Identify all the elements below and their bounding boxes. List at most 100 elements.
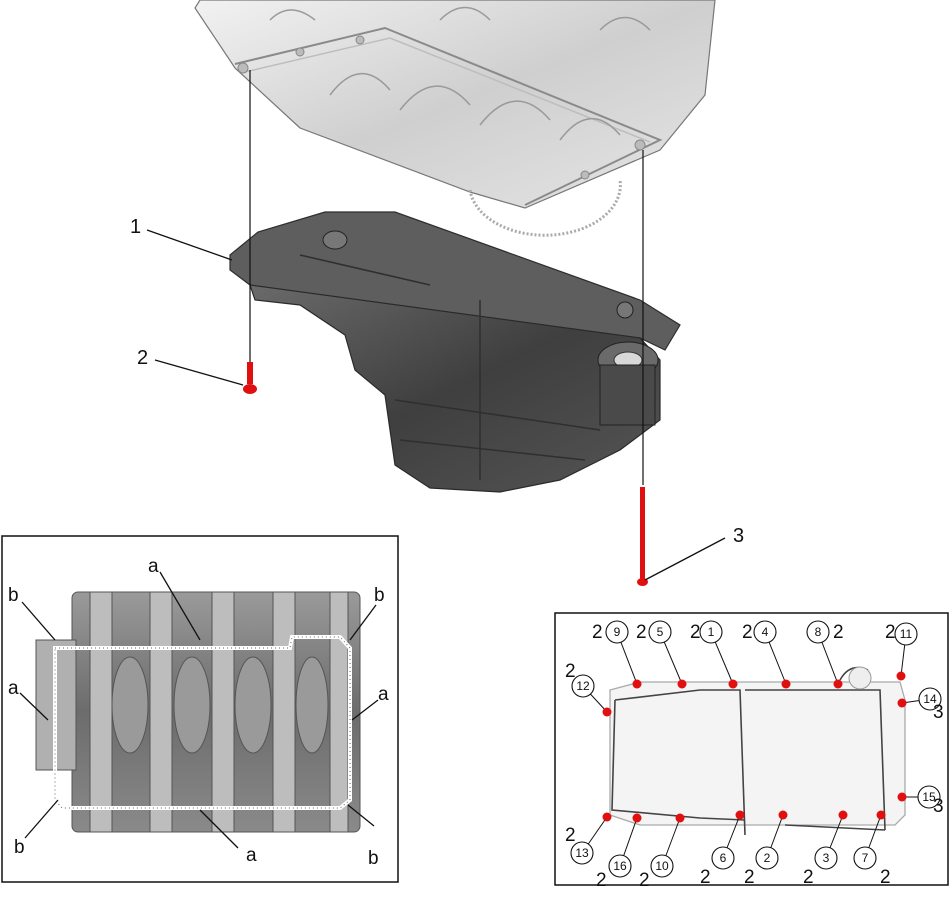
sequence-number: 1 — [708, 625, 715, 639]
sequence-number: 10 — [655, 859, 669, 873]
bolt-type-label: 2 — [565, 825, 576, 846]
sequence-number-circle — [918, 687, 942, 711]
sequence-number-circle — [650, 854, 674, 878]
sequence-callout-13: 132 — [565, 812, 612, 865]
bolt-type-label: 3 — [933, 796, 944, 817]
bolt-type-label: 2 — [690, 622, 701, 643]
sequence-callout-7: 72 — [853, 810, 891, 888]
bolt-position-dot — [876, 810, 886, 820]
sequence-number: 9 — [614, 625, 621, 639]
label-a-top: a — [148, 556, 159, 577]
sequence-callout-10: 10 2 — [639, 813, 685, 891]
bolt-position-dot — [833, 679, 843, 689]
sequence-number: 16 — [613, 859, 627, 873]
bolt-type-label: 2 — [744, 867, 755, 888]
sequence-number-circle — [648, 620, 672, 644]
sequence-number-circle — [608, 854, 632, 878]
callout-3: 3 — [733, 525, 744, 547]
alignment-lines — [249, 70, 644, 485]
sequence-number-circle — [806, 620, 830, 644]
bolt-position-dot — [778, 810, 788, 820]
sequence-number: 8 — [815, 625, 822, 639]
bolt-type-label: 2 — [565, 661, 576, 682]
sequence-callout-12: 122 — [565, 661, 612, 717]
label-b-top-left: b — [8, 585, 19, 606]
bolt-position-dot — [897, 698, 907, 708]
bolt-position-dot — [728, 679, 738, 689]
callout-1: 1 — [130, 216, 141, 238]
label-b-bottom-right: b — [368, 848, 379, 869]
bolt-position-dot — [677, 679, 687, 689]
label-b-top-right: b — [374, 585, 385, 606]
bolt-type-label: 3 — [933, 702, 944, 723]
bolt-type-label: 2 — [833, 622, 844, 643]
sequence-callout-6: 62 — [700, 810, 745, 888]
bolt-position-dot — [897, 792, 907, 802]
bolt-position-dot — [602, 707, 612, 717]
sequence-callout-11: 11 2 — [885, 622, 918, 681]
sequence-number: 7 — [862, 851, 869, 865]
sequence-number-circle — [571, 674, 595, 698]
bolt-position-dot — [781, 679, 791, 689]
bolt-type-label: 2 — [880, 867, 891, 888]
sequence-callout-2: 22 — [744, 810, 788, 888]
bolt-type-label: 2 — [803, 867, 814, 888]
sequence-number-circle — [814, 846, 838, 870]
bolt-short — [243, 362, 257, 394]
sequence-callout-14: 143 — [897, 687, 944, 723]
bolt-type-label: 2 — [596, 870, 607, 891]
inset-sealant-path: a a a a b b b b — [1, 535, 399, 883]
oil-pan — [229, 211, 681, 493]
bolt-position-dot — [632, 813, 642, 823]
sequence-number: 14 — [923, 692, 937, 706]
sequence-number-circle — [570, 841, 594, 865]
sequence-callout-16: 16 2 — [596, 813, 642, 891]
label-b-bottom-left: b — [14, 837, 25, 858]
leader-2 — [154, 359, 244, 386]
label-a-right: a — [378, 684, 389, 705]
bolt-long — [637, 487, 648, 586]
sequence-number: 13 — [575, 846, 589, 860]
leader-1 — [146, 229, 233, 261]
sequence-number-circle — [755, 846, 779, 870]
bolt-position-dot — [735, 810, 745, 820]
sequence-number-circle — [894, 622, 918, 646]
sequence-number-circle — [853, 846, 877, 870]
sequence-number-circle — [605, 620, 629, 644]
bolt-position-dot — [896, 671, 906, 681]
sequence-number: 15 — [922, 790, 936, 804]
sequence-callout-15: 153 — [897, 785, 944, 817]
callout-2: 2 — [137, 347, 148, 369]
sequence-number: 4 — [762, 625, 769, 639]
sequence-number-circle — [753, 620, 777, 644]
bolt-type-label: 2 — [742, 622, 753, 643]
sequence-number: 11 — [900, 627, 913, 641]
bolt-position-dot — [838, 810, 848, 820]
sequence-number: 12 — [576, 679, 590, 693]
sequence-number: 2 — [764, 851, 771, 865]
sequence-number: 6 — [720, 851, 727, 865]
sequence-callout-1: 12 — [690, 620, 738, 689]
sequence-number-circle — [711, 846, 735, 870]
bolt-position-dot — [675, 813, 685, 823]
engine-block — [194, 0, 716, 237]
bolt-type-label: 2 — [639, 870, 650, 891]
sequence-callout-9: 92 — [592, 620, 642, 689]
bolt-position-dot — [632, 679, 642, 689]
bolt-position-dot — [602, 812, 612, 822]
bolt-type-label: 2 — [885, 622, 896, 643]
sequence-number-circle — [699, 620, 723, 644]
label-a-bottom: a — [246, 845, 257, 866]
bolt-type-label: 2 — [636, 622, 647, 643]
sequence-callout-5: 52 — [636, 620, 687, 689]
label-a-left: a — [8, 678, 19, 699]
sequence-number-circle — [917, 785, 941, 809]
sequence-callout-4: 42 — [742, 620, 791, 689]
sequence-number: 3 — [823, 851, 830, 865]
sequence-number: 5 — [657, 625, 664, 639]
bolt-type-label: 2 — [592, 622, 603, 643]
leader-3 — [644, 537, 726, 581]
